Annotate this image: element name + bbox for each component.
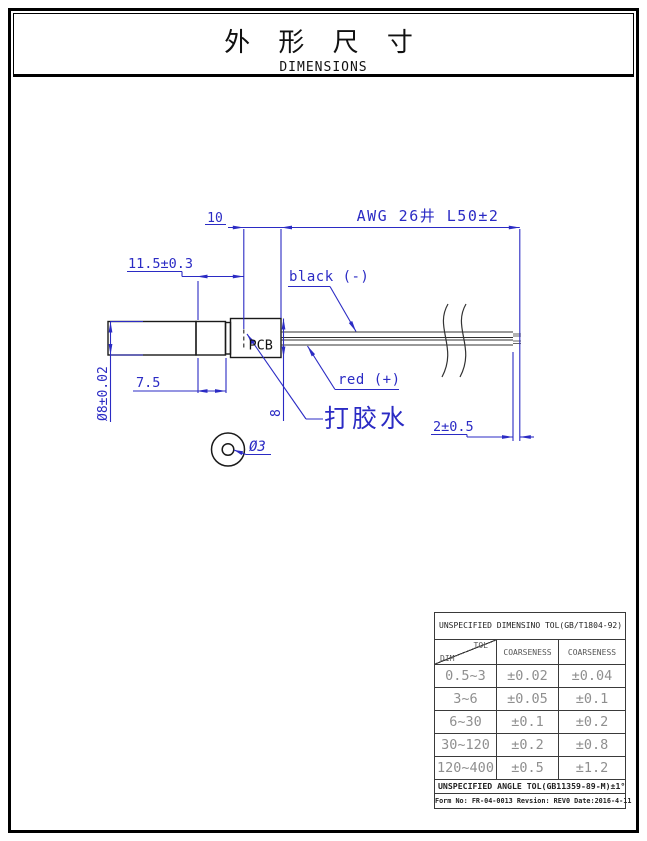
drawing-sheet: 外 形 尺 寸 DIMENSIONS [8, 8, 639, 833]
page-title: 外 形 尺 寸 [224, 28, 423, 58]
tol-cell: ±0.2 [559, 711, 625, 734]
dimension-arrowheads [108, 225, 531, 456]
range-cell: 0.5~3 [435, 665, 497, 688]
tol-cell: ±0.8 [559, 734, 625, 757]
header-tol: TOL [473, 641, 488, 650]
range-cell: 120~400 [435, 757, 497, 780]
tolerance-table-header: TOL DIM COARSENESS COARSENESS [435, 640, 625, 665]
dim-tip-strip-label: 2±0.5 [433, 419, 474, 435]
title-block: 外 形 尺 寸 DIMENSIONS [13, 13, 634, 77]
tol-cell: ±0.02 [497, 665, 559, 688]
header-coarseness-2: COARSENESS [559, 640, 625, 665]
module-ring [224, 321, 232, 355]
tolerance-table: UNSPECIFIED DIMENSINO TOL(GB/T1804-92) T… [434, 612, 632, 809]
module-body [107, 320, 197, 356]
dim-body-diameter-label: Ø8±0.02 [96, 366, 111, 421]
dim-wire-length-label: AWG 26井 L50±2 [357, 207, 500, 225]
dim-pcb-height-label: 8 [269, 409, 284, 417]
tol-cell: ±0.05 [497, 688, 559, 711]
glue-label: 打胶水 [324, 404, 408, 433]
dimension-lines [109, 223, 534, 456]
table-row: 0.5~3 ±0.02 ±0.04 [435, 665, 625, 688]
dim-body-front-label: 11.5±0.3 [128, 256, 193, 272]
table-row: 3~6 ±0.05 ±0.1 [435, 688, 625, 711]
tol-cell: ±0.5 [497, 757, 559, 780]
tol-cell: ±0.1 [559, 688, 625, 711]
tol-cell: ±1.2 [559, 757, 625, 780]
front-outer-circle [210, 432, 246, 467]
table-row: 30~120 ±0.2 ±0.8 [435, 734, 625, 757]
table-row: 6~30 ±0.1 ±0.2 [435, 711, 625, 734]
dim-pcb-offset-label: 10 [207, 211, 223, 226]
header-coarseness-1: COARSENESS [497, 640, 559, 665]
form-number-note: Form No: FR-04-0013 Revsion: REV0 Date:2… [435, 797, 632, 805]
tol-cell: ±0.04 [559, 665, 625, 688]
front-aperture-circle [221, 442, 235, 457]
tol-cell: ±0.2 [497, 734, 559, 757]
module-front-view [210, 432, 246, 467]
pcb-label: PCB [249, 338, 273, 354]
wires [281, 331, 513, 346]
dim-collar-label: 7.5 [136, 375, 160, 391]
table-row: 120~400 ±0.5 ±1.2 [435, 757, 625, 780]
tolerance-table-title: UNSPECIFIED DIMENSINO TOL(GB/T1804-92) [435, 613, 625, 640]
dim-aperture-label: Ø3 [249, 439, 266, 455]
tol-cell: ±0.1 [497, 711, 559, 734]
range-cell: 3~6 [435, 688, 497, 711]
page-subtitle: DIMENSIONS [279, 60, 368, 75]
header-dim: DIM [440, 654, 455, 663]
red-wire-label: red (+) [338, 372, 401, 388]
wire-break-symbol [441, 303, 467, 378]
header-dim-tol-cell: TOL DIM [435, 640, 497, 665]
black-wire-label: black (-) [289, 269, 369, 285]
range-cell: 6~30 [435, 711, 497, 734]
angle-tolerance-note: UNSPECIFIED ANGLE TOL(GB11359-89-M)±1° [435, 780, 625, 794]
module-collar [195, 320, 227, 356]
range-cell: 30~120 [435, 734, 497, 757]
dimension-labels: 10 AWG 26井 L50±2 11.5±0.3 7.5 Ø8±0.02 8 … [96, 207, 500, 455]
